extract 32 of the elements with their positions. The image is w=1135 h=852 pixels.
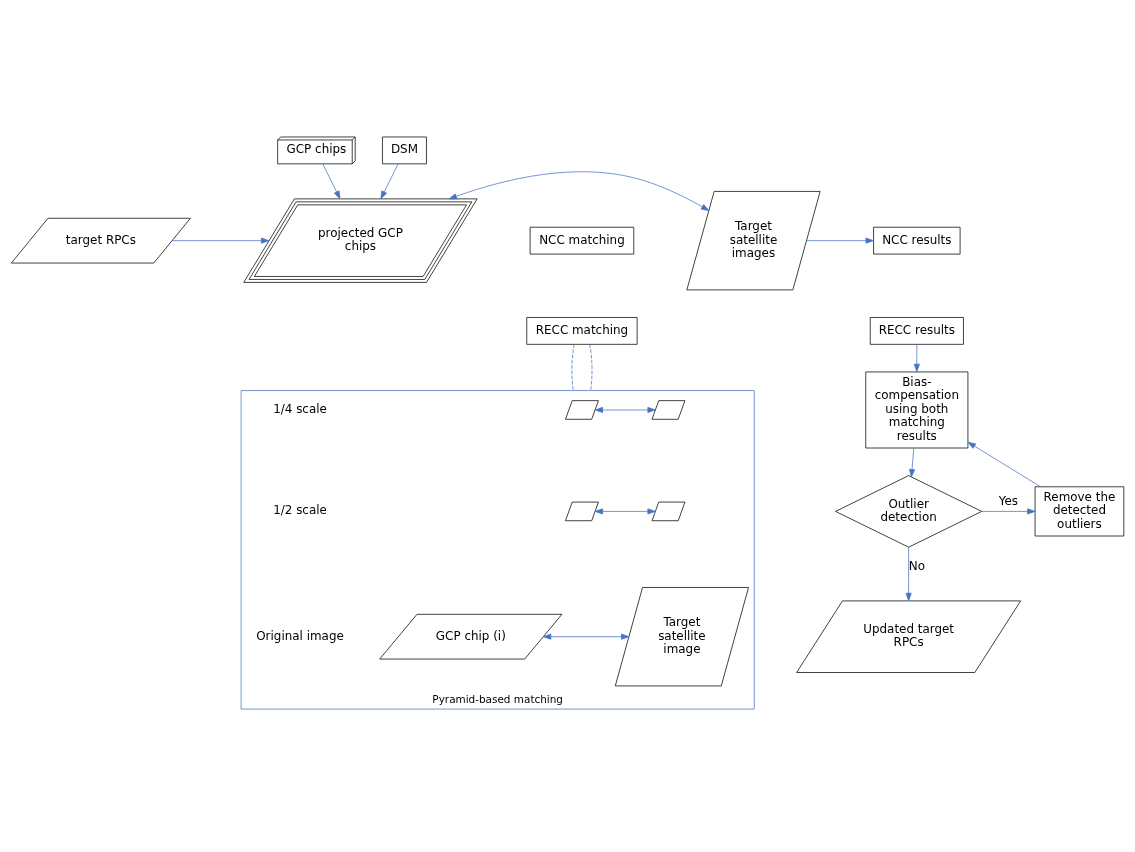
arrow [594, 406, 656, 413]
label: Original image [256, 628, 344, 643]
edge-label: Yes [998, 494, 1019, 509]
node-box: Bias-compensation using both matching results [865, 371, 969, 449]
node-diamond: Outlier detection [835, 475, 983, 548]
arrow [171, 237, 270, 244]
arrow [448, 171, 710, 211]
arrow [967, 441, 1041, 488]
arrow [543, 633, 630, 640]
node-parallelogram [565, 501, 599, 522]
connector [571, 344, 575, 391]
node-box: DSM [382, 136, 427, 165]
edge-label: No [908, 559, 925, 574]
connector [589, 344, 593, 391]
node-box: Remove the detected outliers [1034, 486, 1125, 537]
arrow [981, 508, 1036, 515]
arrow [380, 163, 399, 200]
arrow [905, 546, 912, 602]
label: 1/4 scale [273, 401, 327, 416]
node-box: NCC matching [529, 226, 635, 255]
arrow [909, 447, 915, 478]
label: 1/2 scale [273, 503, 327, 518]
node-box: RECC matching [526, 317, 638, 345]
arrow [806, 237, 874, 244]
node-parallelogram [651, 501, 686, 522]
arrow [594, 508, 656, 515]
node-box: NCC results [873, 226, 961, 255]
node-parallelogram [651, 400, 686, 420]
node-parallelogram [565, 400, 599, 420]
node-box: RECC results [869, 317, 964, 345]
arrow [322, 163, 341, 200]
arrow [913, 344, 920, 372]
